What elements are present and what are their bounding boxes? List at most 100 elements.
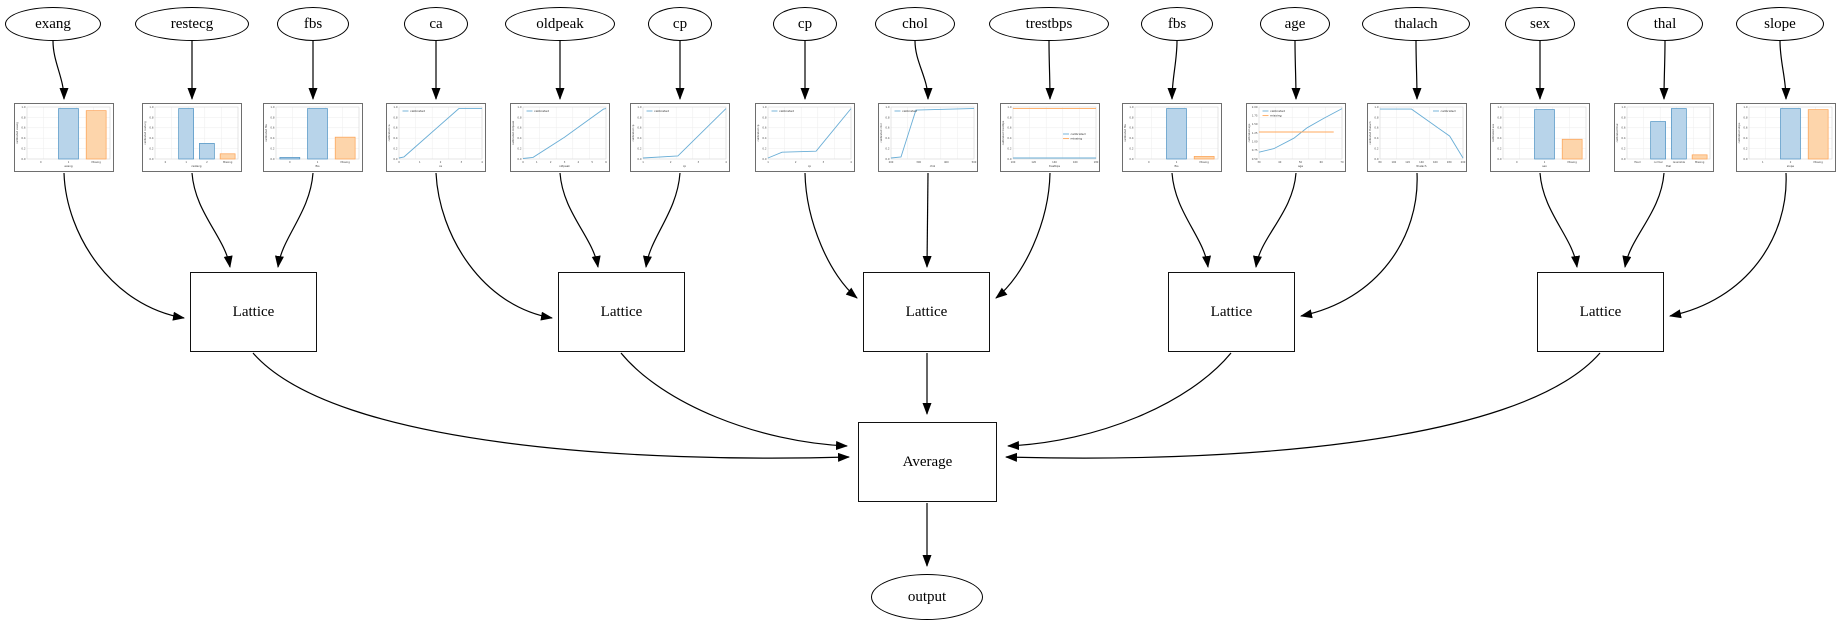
x-axis-tick: 1 bbox=[185, 160, 187, 164]
x-axis-tick: 180 bbox=[1447, 160, 1452, 164]
y-axis-label: calibrated cp bbox=[631, 124, 635, 141]
x-axis-tick: 3 bbox=[460, 160, 462, 164]
bar bbox=[307, 108, 328, 160]
y-axis-label: calibrated ca bbox=[387, 124, 391, 141]
lattice-node-1: Lattice bbox=[190, 272, 317, 352]
y-axis-tick: 0.0 bbox=[270, 157, 274, 161]
y-axis-tick: 0.0 bbox=[1497, 157, 1501, 161]
x-axis-tick: 0 bbox=[40, 160, 42, 164]
feature-node-restecg: restecg bbox=[135, 7, 249, 41]
x-axis-label: slope bbox=[1787, 164, 1794, 168]
y-axis-tick: 0.0 bbox=[885, 157, 889, 161]
y-axis-tick: 0.4 bbox=[1743, 136, 1747, 140]
edge-arrow bbox=[1779, 40, 1791, 100]
feature-label: slope bbox=[1764, 15, 1796, 32]
rect-shape bbox=[1246, 103, 1346, 172]
y-axis-tick: 0.0 bbox=[517, 157, 521, 161]
x-axis-tick: 0 bbox=[1516, 160, 1518, 164]
x-axis-tick: 1 bbox=[642, 160, 644, 164]
bar bbox=[1166, 108, 1187, 160]
y-axis-tick: 0.2 bbox=[1129, 147, 1133, 151]
y-axis-tick: 0.8 bbox=[21, 115, 25, 119]
x-axis-tick: 4 bbox=[850, 160, 852, 164]
x-axis-label: fbs bbox=[1174, 164, 1179, 168]
y-axis-tick: 0.6 bbox=[270, 126, 274, 130]
x-axis-label: oldpeak bbox=[559, 164, 570, 168]
bar bbox=[334, 136, 356, 160]
y-axis-tick: 1.0 bbox=[1374, 105, 1378, 109]
y-axis-tick: 0.2 bbox=[1743, 147, 1747, 151]
lattice-label: Lattice bbox=[232, 303, 275, 320]
y-axis-tick: 0.8 bbox=[1007, 115, 1011, 119]
y-axis-tick: 0.0 bbox=[1007, 157, 1011, 161]
legend-entry: calibrated bbox=[654, 109, 669, 113]
x-axis-tick: 1 bbox=[1176, 160, 1178, 164]
output-node: output bbox=[871, 574, 983, 620]
x-axis-tick: 2 bbox=[550, 160, 552, 164]
x-axis-tick: 50 bbox=[1299, 160, 1303, 164]
bar bbox=[1671, 108, 1687, 160]
legend-entry: calibrated bbox=[1270, 109, 1285, 113]
legend-entry: calibrated bbox=[902, 109, 917, 113]
y-axis-tick: 0.0 bbox=[1743, 157, 1747, 161]
feature-label: sex bbox=[1530, 15, 1550, 32]
feature-label: oldpeak bbox=[536, 15, 584, 32]
y-axis-tick: 0.4 bbox=[1621, 136, 1625, 140]
lattice-node-2: Lattice bbox=[558, 272, 685, 352]
x-axis-tick: Missing bbox=[223, 160, 233, 164]
edge-arrow bbox=[922, 172, 932, 268]
feature-node-slope: slope bbox=[1736, 7, 1824, 41]
series-line bbox=[890, 108, 974, 159]
lattice-label: Lattice bbox=[1210, 303, 1253, 320]
x-axis-tick: 300 bbox=[916, 160, 921, 164]
y-axis-tick: 0.4 bbox=[1129, 136, 1133, 140]
feature-label: thal bbox=[1653, 15, 1677, 32]
bar bbox=[1561, 138, 1583, 160]
y-axis-tick: 0.6 bbox=[517, 126, 521, 130]
y-axis-tick: 1.0 bbox=[1497, 105, 1501, 109]
feature-label: cp bbox=[797, 15, 813, 32]
y-axis-label: calibrated oldpeak bbox=[511, 120, 515, 145]
y-axis-tick: 1.0 bbox=[637, 105, 641, 109]
feature-node-ca: ca bbox=[404, 7, 468, 41]
lattice-node-3: Lattice bbox=[863, 272, 990, 352]
x-axis-tick: 120 bbox=[1031, 160, 1036, 164]
edge-arrow bbox=[1622, 172, 1665, 268]
rect-shape bbox=[398, 106, 483, 160]
x-axis-label: chol bbox=[930, 164, 936, 168]
x-axis-tick: 1 bbox=[419, 160, 421, 164]
y-axis-tick: 0.8 bbox=[393, 115, 397, 119]
edge-arrow bbox=[1659, 40, 1669, 100]
y-axis-label: calibrated sex bbox=[1491, 123, 1495, 142]
y-axis-tick: 0.0 bbox=[762, 157, 766, 161]
y-axis-tick: 0.6 bbox=[149, 126, 153, 130]
y-axis-tick: 1.0 bbox=[149, 105, 153, 109]
legend-entry: missing bbox=[1071, 137, 1083, 141]
feature-node-oldpeak: oldpeak bbox=[505, 7, 615, 41]
rect-shape bbox=[630, 103, 730, 172]
feature-label: thalach bbox=[1394, 15, 1438, 32]
bar bbox=[178, 108, 194, 160]
bar bbox=[279, 157, 301, 160]
y-axis-tick: 0.2 bbox=[885, 147, 889, 151]
feature-node-exang: exang bbox=[5, 7, 101, 41]
y-axis-tick: 0.4 bbox=[517, 136, 521, 140]
rect-shape bbox=[522, 106, 607, 160]
y-axis-tick: 0.0 bbox=[149, 157, 153, 161]
x-axis-tick: reversible bbox=[1673, 160, 1686, 164]
y-axis-tick: 0.0 bbox=[1129, 157, 1133, 161]
bar bbox=[1691, 154, 1708, 160]
x-axis-label: cp bbox=[683, 164, 686, 168]
lattice-label: Lattice bbox=[905, 303, 948, 320]
y-axis-tick: 0.6 bbox=[21, 126, 25, 130]
edge-arrow bbox=[1253, 172, 1297, 268]
feature-node-cp: cp bbox=[648, 7, 712, 41]
edge-arrow bbox=[1412, 40, 1422, 100]
x-axis-tick: 1 bbox=[317, 160, 319, 164]
y-axis-tick: 1.0 bbox=[1007, 105, 1011, 109]
edge-arrow bbox=[1300, 172, 1418, 319]
x-axis-tick: 2 bbox=[670, 160, 672, 164]
